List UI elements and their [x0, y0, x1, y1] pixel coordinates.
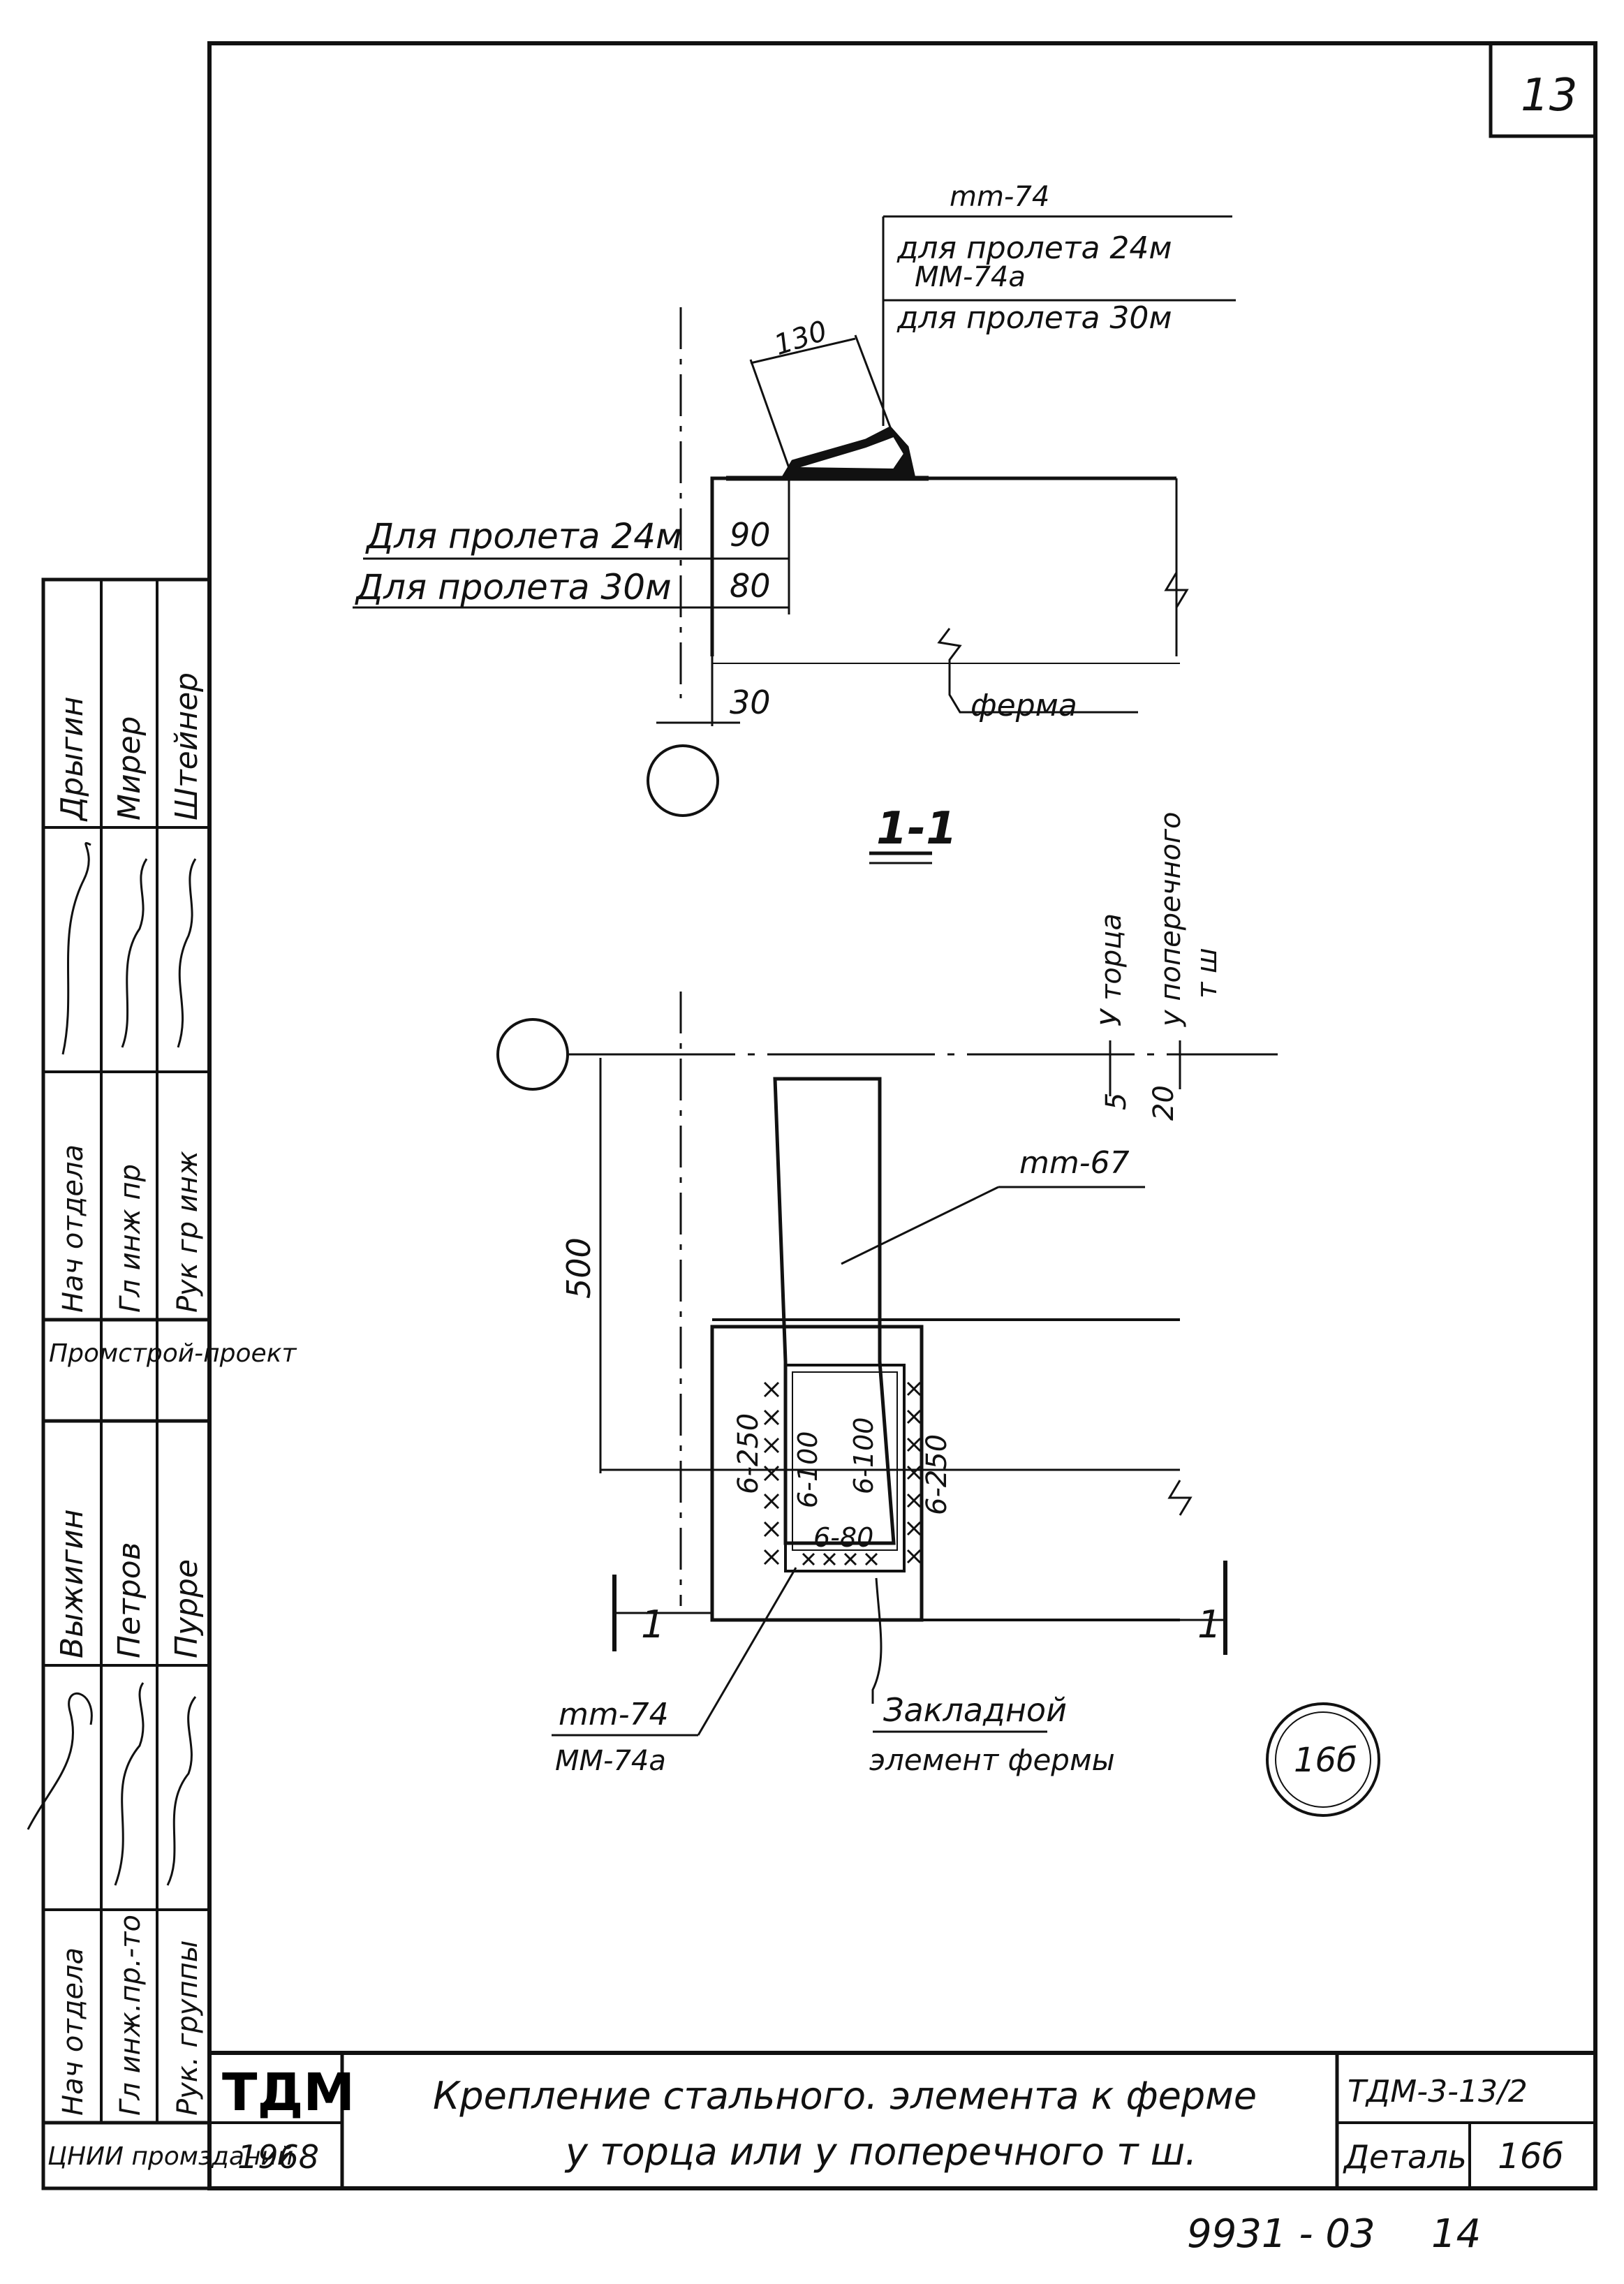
detail-circle-label: 16б [1294, 1741, 1357, 1780]
weld-bottom: 6-80 [813, 1522, 873, 1553]
upper-detail: 130 [353, 215, 1236, 817]
callout-line-1: mm-74 [950, 181, 1049, 213]
title-line-2: у торца или у поперечного т ш. [564, 2130, 1197, 2174]
callout-line-2: для пролета 24м [896, 230, 1172, 266]
upper-role-1: Нач отдела [57, 1144, 89, 1313]
org-code: ТДМ [222, 2063, 355, 2123]
archive-page: 14 [1431, 2211, 1481, 2257]
vertical-note-1: У торца [1095, 913, 1128, 1026]
lower-role-1: Нач отдела [57, 1947, 89, 2116]
callout-line-3: MM-74a [915, 261, 1026, 293]
sheet-border [207, 41, 1597, 2190]
upper-name-2: Мирер [112, 716, 147, 821]
title-year: 1968 [237, 2138, 319, 2176]
lower-signatures [27, 1682, 197, 1886]
upper-role-3: Рук гр инж [172, 1151, 204, 1313]
section-mark-right: 1 [1197, 1603, 1221, 1646]
detail-value: 16б [1498, 2136, 1563, 2176]
callout-line-4: для пролета 30м [896, 300, 1172, 336]
sheet-number: 13 [1521, 70, 1577, 121]
section-label: 1-1 [876, 803, 957, 855]
upper-signatures [61, 841, 197, 1055]
dim-500: 500 [560, 1237, 598, 1299]
embedded-label-2: элемент фермы [869, 1743, 1115, 1777]
embedded-label-1: Закладной [883, 1691, 1067, 1729]
detail-label: Деталь [1343, 2138, 1467, 2176]
dim-90: 90 [730, 516, 771, 554]
mm67-label: mm-67 [1019, 1145, 1130, 1181]
upper-role-2: Гл инж пр [115, 1164, 147, 1313]
sheet-code: ТДМ-3-13/2 [1348, 2074, 1528, 2109]
weld-right: 6-250 [921, 1434, 953, 1515]
dim-80: 80 [730, 567, 771, 605]
dim-20: 20 [1148, 1085, 1180, 1121]
side-stamp [41, 577, 212, 2190]
bottom-left-label-2: MM-74a [555, 1745, 666, 1777]
sheet-number-box [1489, 43, 1595, 138]
weld-left: 6-250 [732, 1413, 765, 1494]
org-name: ЦНИИ промзданий [47, 2142, 293, 2171]
dim-5: 5 [1100, 1093, 1132, 1110]
upper-name-3: Штейнер [169, 672, 205, 820]
weld-mid-2: 6-100 [848, 1417, 879, 1494]
lower-role-2: Гл инж.пр.-то [115, 1915, 147, 2116]
dim-130: 130 [770, 315, 831, 362]
bottom-left-label-1: mm-74 [559, 1697, 669, 1732]
vertical-note-2: у поперечного [1155, 811, 1187, 1027]
lower-name-2: Петров [112, 1542, 147, 1658]
lower-name-1: Выжигин [54, 1509, 90, 1658]
ferma-label: ферма [970, 688, 1077, 723]
span30-label: Для пролета 30м [355, 567, 672, 607]
lower-role-3: Рук. группы [172, 1940, 204, 2116]
vertical-note-3: т ш [1191, 948, 1223, 999]
span24-label: Для пролета 24м [365, 516, 682, 557]
upper-org: Промстрой-проект [49, 1339, 297, 1368]
lower-detail [496, 992, 1380, 1817]
weld-mid-1: 6-100 [792, 1431, 823, 1508]
section-mark-left: 1 [641, 1603, 665, 1646]
lower-name-3: Пурре [169, 1559, 205, 1658]
dim-30: 30 [730, 684, 771, 721]
title-line-1: Крепление стального. элемента к ферме [433, 2074, 1257, 2118]
title-block-frame [209, 2051, 1595, 2188]
archive-number: 9931 - 03 [1187, 2211, 1375, 2257]
upper-name-1: Дрыгин [54, 696, 90, 822]
